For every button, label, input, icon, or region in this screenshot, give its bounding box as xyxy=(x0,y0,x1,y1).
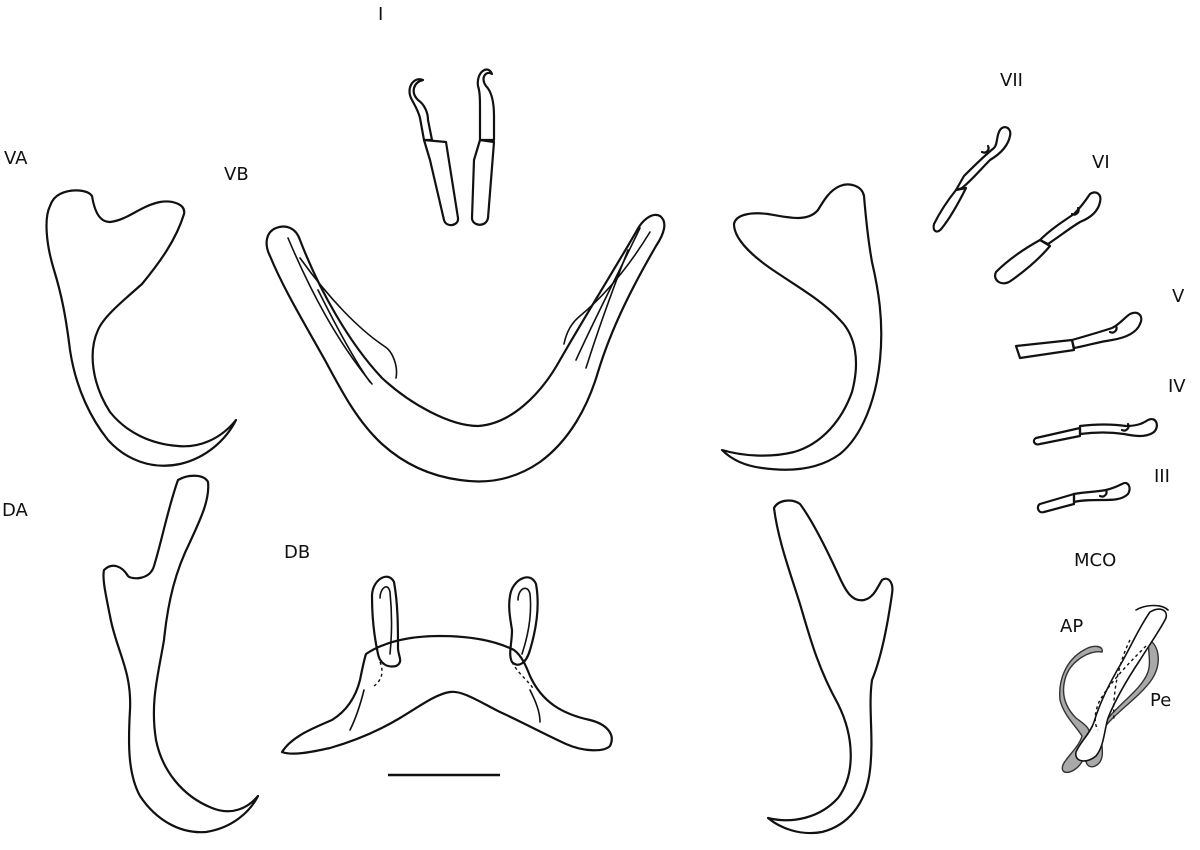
label-va: VA xyxy=(4,148,28,169)
male-copulatory-organ xyxy=(1059,604,1169,774)
label-pe: Pe xyxy=(1150,690,1172,711)
ventral-bar xyxy=(265,213,666,483)
label-da: DA xyxy=(2,500,28,521)
hook-v xyxy=(1014,311,1143,360)
label-v: V xyxy=(1172,286,1185,307)
penis-tube xyxy=(1075,608,1168,762)
label-i: I xyxy=(378,4,384,25)
label-vi: VI xyxy=(1092,152,1110,173)
ventral-anchor-right xyxy=(720,183,883,471)
hook-vi xyxy=(994,191,1102,285)
ventral-anchor-left xyxy=(45,189,238,467)
label-mco: MCO xyxy=(1074,550,1117,571)
dorsal-anchor-left xyxy=(102,474,260,834)
dorsal-anchor-right xyxy=(766,499,894,835)
hook-iii xyxy=(1036,481,1131,514)
hook-pair-i xyxy=(408,68,496,227)
dorsal-bar xyxy=(280,575,613,755)
label-vb: VB xyxy=(224,164,249,185)
label-iv: IV xyxy=(1168,376,1186,397)
label-iii: III xyxy=(1154,466,1170,487)
label-vii: VII xyxy=(1000,70,1023,91)
label-ap: AP xyxy=(1060,616,1084,637)
label-db: DB xyxy=(284,542,311,563)
hook-vii xyxy=(932,126,1012,233)
hook-iv xyxy=(1032,418,1158,446)
